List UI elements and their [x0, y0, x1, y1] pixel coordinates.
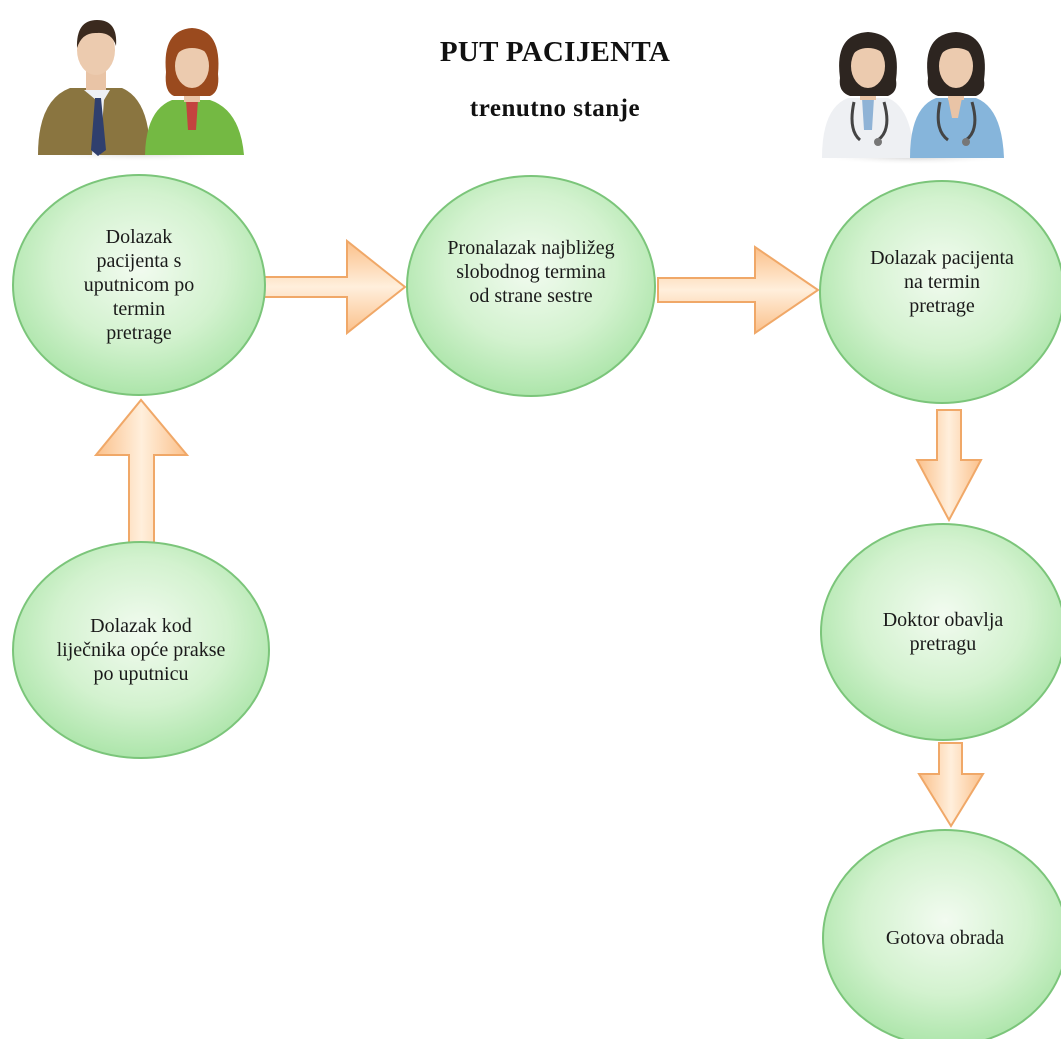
node-label-n5: Doktor obavlja pretragu [882, 609, 1004, 655]
node-n4 [12, 541, 270, 759]
node-n3 [819, 180, 1061, 404]
node-label-n3: Dolazak pacijenta na termin pretrage [870, 247, 1014, 317]
arrow-up [93, 398, 190, 546]
node-n2 [406, 175, 656, 397]
arrow-right [657, 245, 820, 335]
woman-figure-icon [145, 28, 244, 155]
patients-icon [35, 20, 245, 162]
node-n6 [822, 829, 1061, 1039]
man-figure-icon [38, 20, 150, 156]
arrows-layer [93, 238, 985, 828]
arrow-down [917, 742, 985, 828]
nurse-figure-icon [822, 32, 914, 158]
nodes-layer [12, 174, 1061, 1039]
node-label-n6: Gotova obrada [885, 927, 1005, 949]
node-label-n1: Dolazak pacijenta s uputnicom po termin … [83, 226, 195, 344]
diagram-title: PUT PACIJENTA [439, 36, 671, 68]
node-n5 [820, 523, 1061, 741]
node-label-n4: Dolazak kod liječnika opće prakse po upu… [56, 615, 226, 685]
nurse-figure-icon [910, 32, 1004, 158]
node-label-n2: Pronalazak najbližeg slobodnog termina o… [447, 237, 615, 307]
nurses-icon [815, 32, 1015, 165]
diagram-subtitle: trenutno stanje [469, 95, 641, 122]
arrow-right [263, 238, 407, 336]
node-n1 [12, 174, 266, 396]
arrow-down [915, 409, 983, 523]
